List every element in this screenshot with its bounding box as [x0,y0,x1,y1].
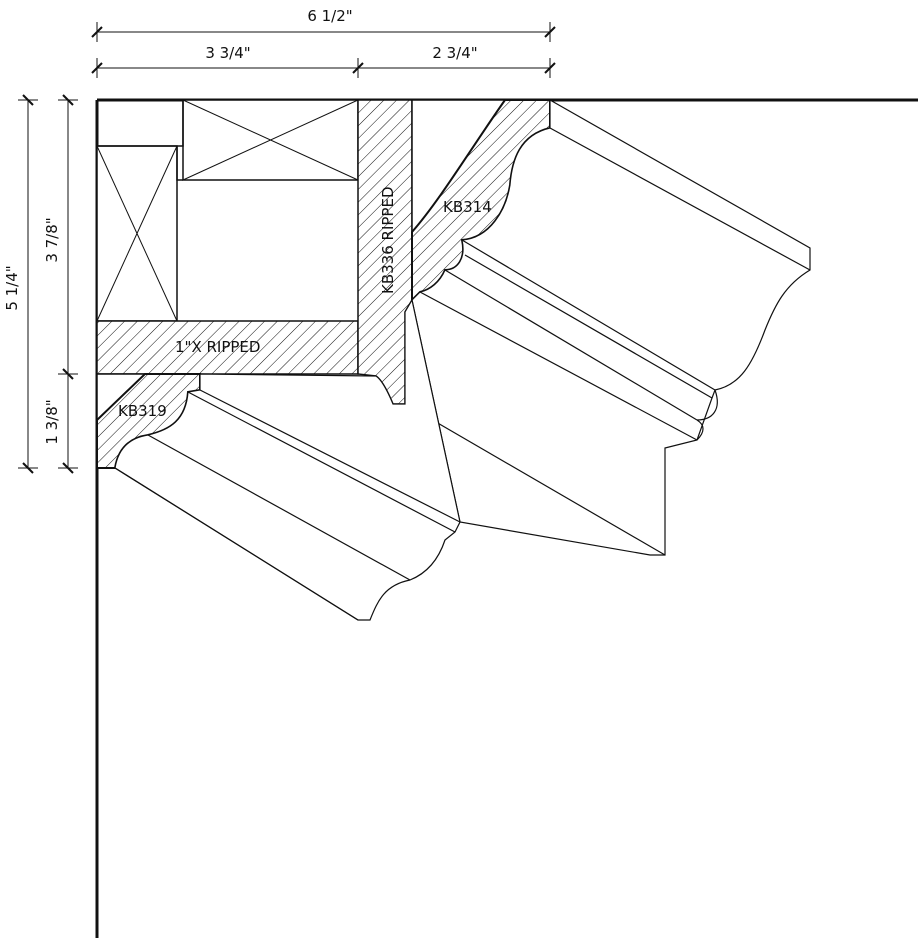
dim-label-lower-height: 1 3/8" [43,399,61,444]
dim-label-overall-width: 6 1/2" [307,7,352,25]
blocking-interior [97,99,184,181]
label-kb319: KB319 [118,402,167,420]
dimension-overall-width [91,22,556,42]
dim-label-upper-height: 3 7/8" [43,217,61,262]
dim-label-overall-height: 5 1/4" [3,265,21,310]
dim-label-left-width: 3 3/4" [205,44,250,62]
lower-crown-face [114,298,461,621]
blocking-side [96,145,178,322]
blocking-top [182,99,359,181]
dimension-overall-height [18,94,38,474]
label-kb336-ripped: KB336 RIPPED [379,187,397,295]
label-kb314: KB314 [443,198,492,216]
upper-crown-face [404,98,811,556]
dim-label-right-width: 2 3/4" [432,44,477,62]
dimension-right-width [358,58,556,78]
dimension-upper-height [58,94,78,380]
label-1x-ripped: 1"X RIPPED [175,338,260,356]
dimension-lower-height [58,374,78,474]
